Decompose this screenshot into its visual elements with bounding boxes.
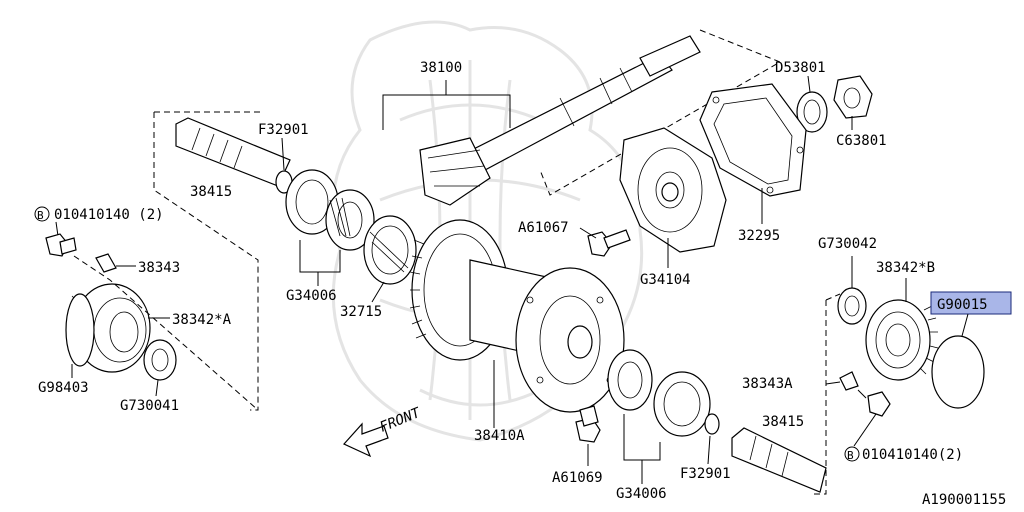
gear-38342b xyxy=(865,299,939,381)
bolt-right xyxy=(857,389,891,417)
bolt-a61069 xyxy=(575,405,601,443)
label-38415-right: 38415 xyxy=(762,414,804,430)
label-g730042: G730042 xyxy=(818,236,877,252)
label-38342b: 38342*B xyxy=(876,260,935,276)
figure-code: A190001155 xyxy=(922,492,1006,508)
b-marker-right xyxy=(844,446,860,462)
bearing-32715 xyxy=(363,215,417,285)
b-marker-left xyxy=(34,206,50,222)
o-ring-g98403 xyxy=(65,293,95,367)
label-38410a: 38410A xyxy=(474,428,525,444)
label-38415-left: 38415 xyxy=(190,184,232,200)
label-g730041: G730041 xyxy=(120,398,179,414)
nut-c63801 xyxy=(833,75,873,119)
label-g90015[interactable]: G90015 xyxy=(937,297,988,313)
label-g98403: G98403 xyxy=(38,380,89,396)
label-f32901-top: F32901 xyxy=(258,122,309,138)
dashed-box-left xyxy=(153,112,259,411)
label-g34104: G34104 xyxy=(640,272,691,288)
label-38343: 38343 xyxy=(138,260,180,276)
leader-38100 xyxy=(382,94,511,130)
o-ring-g90015 xyxy=(931,335,985,409)
seal-g730042 xyxy=(837,287,867,325)
label-d53801: D53801 xyxy=(775,60,826,76)
dashed-link-left xyxy=(73,255,259,411)
gasket-32295 xyxy=(699,83,807,197)
leader-g34006-bottom xyxy=(623,414,661,461)
label-a61067: A61067 xyxy=(518,220,569,236)
dashed-box-shaft xyxy=(539,29,782,196)
circlip-f32901-bottom xyxy=(704,413,720,435)
front-arrow-icon xyxy=(343,422,389,458)
bearing-g34006-bottom xyxy=(607,349,711,437)
dashed-box-right xyxy=(812,300,827,495)
b-marker-right-text: B xyxy=(847,449,854,462)
clip-38343 xyxy=(95,253,117,273)
drive-shaft-38100 xyxy=(419,35,701,206)
b-marker-left-text: B xyxy=(37,209,44,222)
label-32715: 32715 xyxy=(340,304,382,320)
highlight-g90015[interactable] xyxy=(930,291,1012,315)
bolt-left xyxy=(45,233,77,257)
seal-g730041 xyxy=(143,339,177,381)
clip-38343a xyxy=(839,371,859,391)
label-f32901-bottom: F32901 xyxy=(680,466,731,482)
label-bolt-right: 010410140(2) xyxy=(862,447,963,463)
label-38100: 38100 xyxy=(420,60,462,76)
label-bolt-left: 010410140 (2) xyxy=(54,207,164,223)
shaft-38415-right xyxy=(731,427,827,493)
washer-d53801 xyxy=(796,91,828,133)
housing-g34104 xyxy=(619,127,727,253)
label-front: FRONT xyxy=(378,404,425,435)
bearing-g34006-left xyxy=(285,169,375,251)
label-32295: 32295 xyxy=(738,228,780,244)
label-g34006-left: G34006 xyxy=(286,288,337,304)
label-c63801: C63801 xyxy=(836,133,887,149)
label-g34006-bottom: G34006 xyxy=(616,486,667,502)
label-38342a: 38342*A xyxy=(172,312,232,328)
differential-case-38410a xyxy=(409,219,625,413)
bolt-a61067 xyxy=(587,229,631,257)
label-38343a: 38343A xyxy=(742,376,793,392)
label-a61069: A61069 xyxy=(552,470,603,486)
leader-g34006-left xyxy=(299,240,341,273)
